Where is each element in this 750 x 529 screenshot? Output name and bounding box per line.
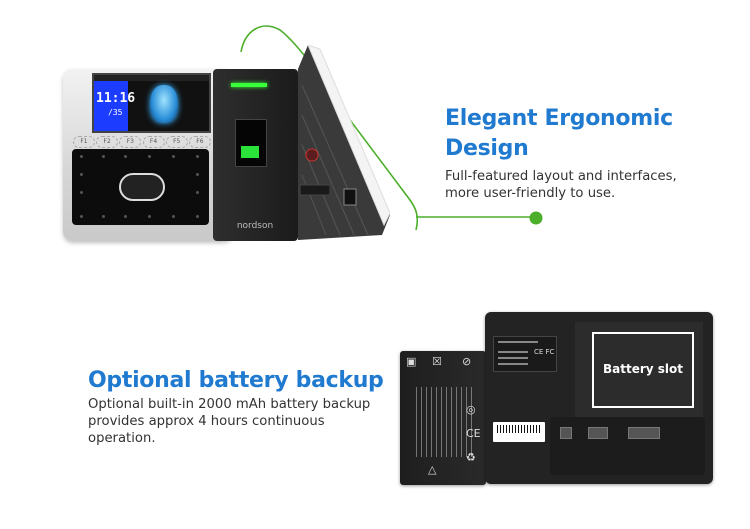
f2-key[interactable]: F2 <box>96 136 119 148</box>
fingerprint-sensor <box>235 119 267 167</box>
recycle-icon: ♻ <box>466 451 476 464</box>
function-keys: F1 F2 F3 F4 F5 F6 <box>73 136 211 148</box>
usb-port-icon <box>343 188 357 206</box>
no-disassemble-icon: ⊘ <box>462 355 472 368</box>
recycle-mark-icon: ▣ <box>406 355 417 368</box>
feature-desc-line: provides approx 4 hours continuous <box>88 414 325 429</box>
f1-key[interactable]: F1 <box>73 136 95 148</box>
warning-triangle-icon: △ <box>428 463 437 476</box>
screen-date: /35 <box>108 108 123 117</box>
io-terminal <box>588 427 608 439</box>
infrared-camera-panel <box>72 149 209 225</box>
feature-desc-ergonomic: Full-featured layout and interfaces, mor… <box>445 168 735 202</box>
feature-desc-line: operation. <box>88 431 156 446</box>
battery-label-text <box>416 387 472 457</box>
fingerprint-glow <box>241 146 259 158</box>
f4-key[interactable]: F4 <box>142 136 165 148</box>
power-terminal <box>560 427 572 439</box>
wiegand-terminal <box>628 427 660 439</box>
feature-desc-line: Optional built-in 2000 mAh battery backu… <box>88 397 371 412</box>
f5-key[interactable]: F5 <box>165 136 188 148</box>
terminal-back-panel: CE FC <box>485 312 713 484</box>
feature-title-ergonomic: Elegant Ergonomic Design <box>445 104 735 164</box>
feature-title-line: Design <box>445 136 529 161</box>
fingerprint-module: nordson <box>213 69 298 241</box>
terminal-screen: 11:16 /35 <box>92 73 211 133</box>
battery-pack: ▣ ☒ ⊘ ◎ CE ♻ △ <box>400 351 486 485</box>
battery-slot-highlight: Battery slot <box>592 332 694 408</box>
terminal-side-profile <box>298 45 390 240</box>
face-scan-icon <box>150 85 178 123</box>
callout-dot <box>529 211 543 225</box>
brand-logo: nordson <box>236 221 274 231</box>
battery-compartment <box>575 322 703 422</box>
feature-desc-line: Full-featured layout and interfaces, <box>445 169 677 184</box>
ce-fc-mark-icon: CE FC <box>534 348 555 356</box>
feature-title-battery: Optional battery backup <box>88 368 384 393</box>
barcode-sticker <box>493 422 545 442</box>
ce-mark-icon: CE <box>466 427 481 440</box>
f6-key[interactable]: F6 <box>188 136 211 148</box>
f3-key[interactable]: F3 <box>119 136 142 148</box>
power-button-icon <box>305 148 319 162</box>
feature-desc-line: more user-friendly to use. <box>445 186 616 201</box>
rating-label: CE FC <box>493 336 557 372</box>
certification-icon: ◎ <box>466 403 476 416</box>
feature-desc-battery: Optional built-in 2000 mAh battery backu… <box>88 396 378 447</box>
screen-status-bar <box>94 75 209 81</box>
feature-title-line: Elegant Ergonomic <box>445 106 673 131</box>
screen-clock-panel: 11:16 /35 <box>94 81 135 131</box>
terminal-connector-area <box>550 417 705 475</box>
screen-clock: 11:16 <box>96 91 136 106</box>
battery-slot-label: Battery slot <box>602 362 683 376</box>
crossed-bin-icon: ☒ <box>432 355 442 368</box>
status-led <box>231 83 267 87</box>
camera-lens-icon <box>119 173 165 201</box>
